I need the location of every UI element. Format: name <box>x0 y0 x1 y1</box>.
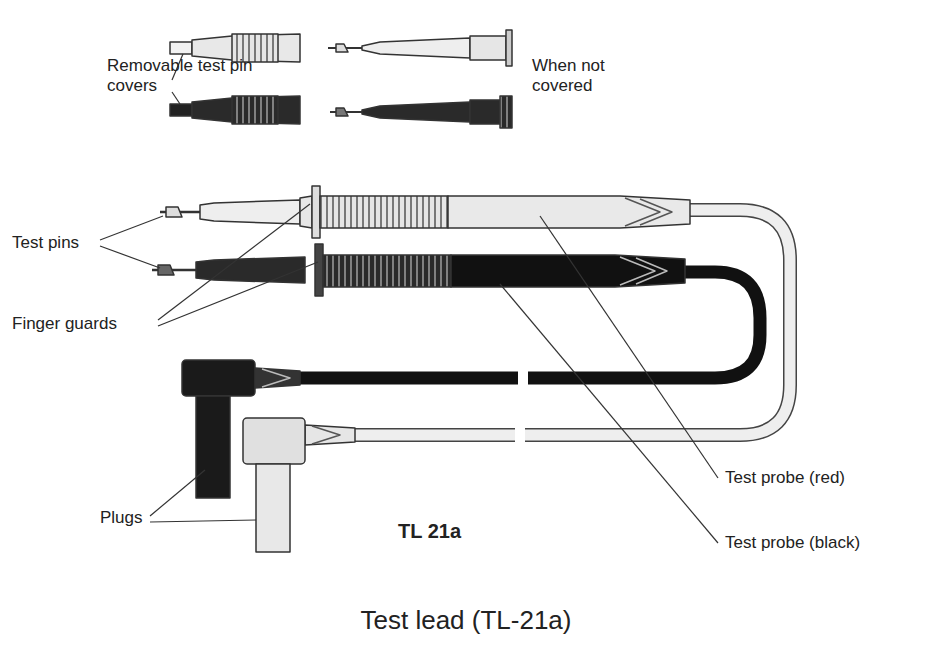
part-label: Finger guards <box>12 314 117 334</box>
part-label: Test probe (black) <box>725 533 860 553</box>
part-label: Test pins <box>12 233 79 253</box>
figure-caption: Test lead (TL-21a) <box>0 605 932 636</box>
part-label: Test probe (red) <box>725 468 845 488</box>
part-label: Plugs <box>100 508 143 528</box>
part-label: When not covered <box>532 56 652 95</box>
part-label: TL 21a <box>398 520 461 543</box>
part-label: Removable test pin covers <box>107 56 267 95</box>
